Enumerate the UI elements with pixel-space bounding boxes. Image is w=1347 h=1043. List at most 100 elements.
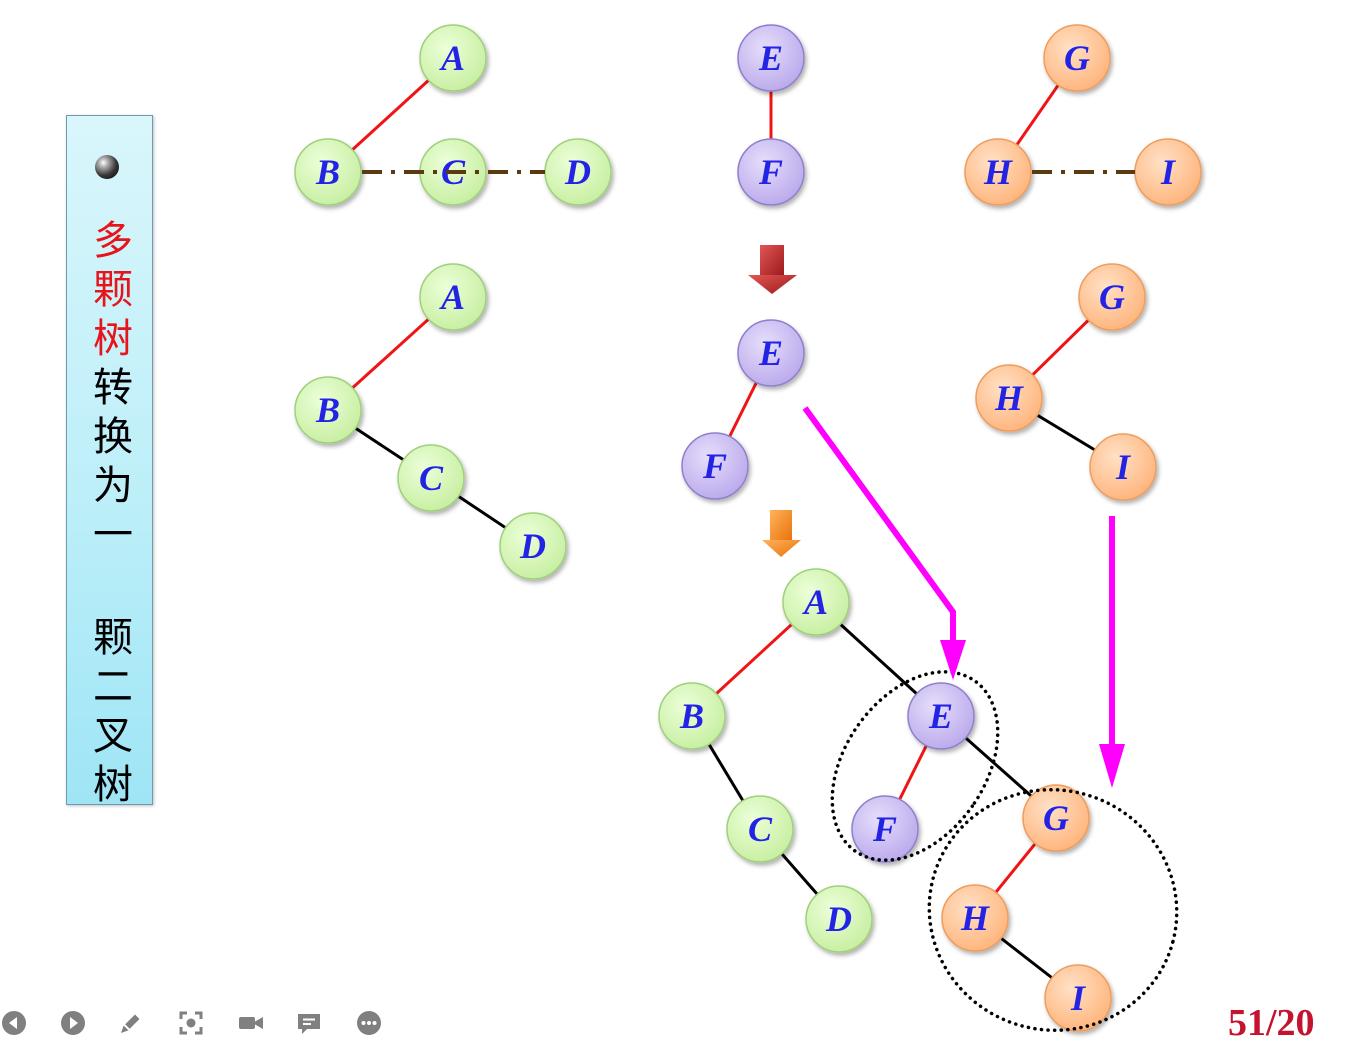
node-label: G xyxy=(1043,798,1069,838)
stage3-node-a: A xyxy=(782,568,850,636)
stage3-node-c: C xyxy=(726,795,794,863)
stage3-node-h: H xyxy=(941,884,1009,952)
node-circle xyxy=(907,682,975,750)
focus-icon[interactable] xyxy=(177,1009,205,1037)
stage1-original-forest: A B C D E F G xyxy=(294,24,1202,206)
node-label: I xyxy=(1160,152,1177,192)
stage3-node-g: G xyxy=(1022,784,1090,852)
stage2-node-d: D xyxy=(499,512,567,580)
stage1-node-e: E xyxy=(737,24,805,92)
node-label: I xyxy=(1070,978,1087,1018)
node-label: H xyxy=(994,378,1024,418)
node-label: B xyxy=(315,152,340,192)
mapping-arrow-g-subtree xyxy=(1099,516,1125,788)
node-label: D xyxy=(519,526,546,566)
node-label: E xyxy=(758,333,783,373)
subtree-ring-e-f xyxy=(830,670,1000,862)
node-circle xyxy=(782,568,850,636)
node-circle xyxy=(1044,964,1112,1032)
step-arrow-orange-stem xyxy=(770,510,792,541)
sidebar-title-rest: 转换为一 颗二叉树 xyxy=(87,366,132,812)
previous-slide-icon[interactable] xyxy=(0,1009,28,1037)
stage2-node-f: F xyxy=(681,432,749,500)
pen-icon[interactable] xyxy=(117,1009,145,1037)
step-arrow-red xyxy=(748,245,797,294)
node-label: H xyxy=(960,898,990,938)
node-circle xyxy=(1089,433,1157,501)
step-arrow-red-stem xyxy=(760,245,784,276)
node-circle xyxy=(737,138,805,206)
node-circle xyxy=(419,24,487,92)
node-circle xyxy=(1078,263,1146,331)
node-circle xyxy=(397,444,465,512)
stage3-binary-tree: A B C D E F G xyxy=(658,568,1112,1032)
sidebar-title-highlight: 多颗树 xyxy=(87,219,132,366)
stage3-node-f: F xyxy=(851,795,919,863)
node-label: B xyxy=(679,696,704,736)
stage2-node-b: B xyxy=(294,376,362,444)
node-label: D xyxy=(825,899,852,939)
step-arrow-red-head xyxy=(748,275,797,294)
node-label: G xyxy=(1064,38,1090,78)
mapping-arrow-e-line xyxy=(802,406,956,645)
node-circle xyxy=(964,138,1032,206)
node-circle xyxy=(851,795,919,863)
node-label: A xyxy=(439,38,465,78)
stage3-node-i: I xyxy=(1044,964,1112,1032)
node-label: F xyxy=(758,152,783,192)
comment-icon[interactable] xyxy=(295,1009,323,1037)
node-label: A xyxy=(439,277,465,317)
stage2-converted-trees: A B C D E F G xyxy=(294,263,1157,580)
node-circle xyxy=(419,263,487,331)
node-circle xyxy=(975,364,1043,432)
node-label: F xyxy=(872,809,897,849)
node-circle xyxy=(941,884,1009,952)
video-camera-icon[interactable] xyxy=(237,1009,265,1037)
stage3-node-d: D xyxy=(805,885,873,953)
subtree-ring-g-h-i xyxy=(927,787,1179,1033)
node-circle xyxy=(681,432,749,500)
step-arrow-orange-head xyxy=(762,540,801,557)
node-circle xyxy=(1043,24,1111,92)
sidebar-title-box: 多颗树转换为一 颗二叉树 xyxy=(66,115,153,812)
node-circle xyxy=(737,24,805,92)
mapping-arrow-e-head xyxy=(940,640,966,680)
node-circle xyxy=(499,512,567,580)
stage2-node-e: E xyxy=(737,319,805,387)
node-label: C xyxy=(419,458,444,498)
node-circle xyxy=(805,885,873,953)
node-label: D xyxy=(564,152,591,192)
stage1-node-b: B xyxy=(294,138,362,206)
stage1-node-f: F xyxy=(737,138,805,206)
node-label: H xyxy=(983,152,1013,192)
stage1-node-a: A xyxy=(419,24,487,92)
step-arrow-orange xyxy=(762,510,801,557)
stage1-node-h: H xyxy=(964,138,1032,206)
stage3-node-e: E xyxy=(907,682,975,750)
page-number: 51/20 xyxy=(1228,1002,1315,1043)
stage2-node-h: H xyxy=(975,364,1043,432)
stage1-node-g: G xyxy=(1043,24,1111,92)
node-label: C xyxy=(748,809,773,849)
node-circle xyxy=(658,682,726,750)
stage2-node-i: I xyxy=(1089,433,1157,501)
stage2-node-g: G xyxy=(1078,263,1146,331)
node-circle xyxy=(1022,784,1090,852)
node-label: E xyxy=(758,38,783,78)
slideshow-toolbar xyxy=(0,1009,390,1037)
node-circle xyxy=(294,138,362,206)
sphere-bullet-icon xyxy=(95,155,119,179)
node-label: G xyxy=(1099,277,1125,317)
node-label: E xyxy=(928,696,953,736)
next-slide-icon[interactable] xyxy=(59,1009,87,1037)
stage2-node-c: C xyxy=(397,444,465,512)
node-label: A xyxy=(802,582,828,622)
more-icon[interactable] xyxy=(355,1009,383,1037)
stage1-node-d: D xyxy=(544,138,612,206)
node-label: F xyxy=(702,446,727,486)
node-circle xyxy=(726,795,794,863)
mapping-arrow-e-subtree xyxy=(802,406,966,680)
stage3-node-b: B xyxy=(658,682,726,750)
